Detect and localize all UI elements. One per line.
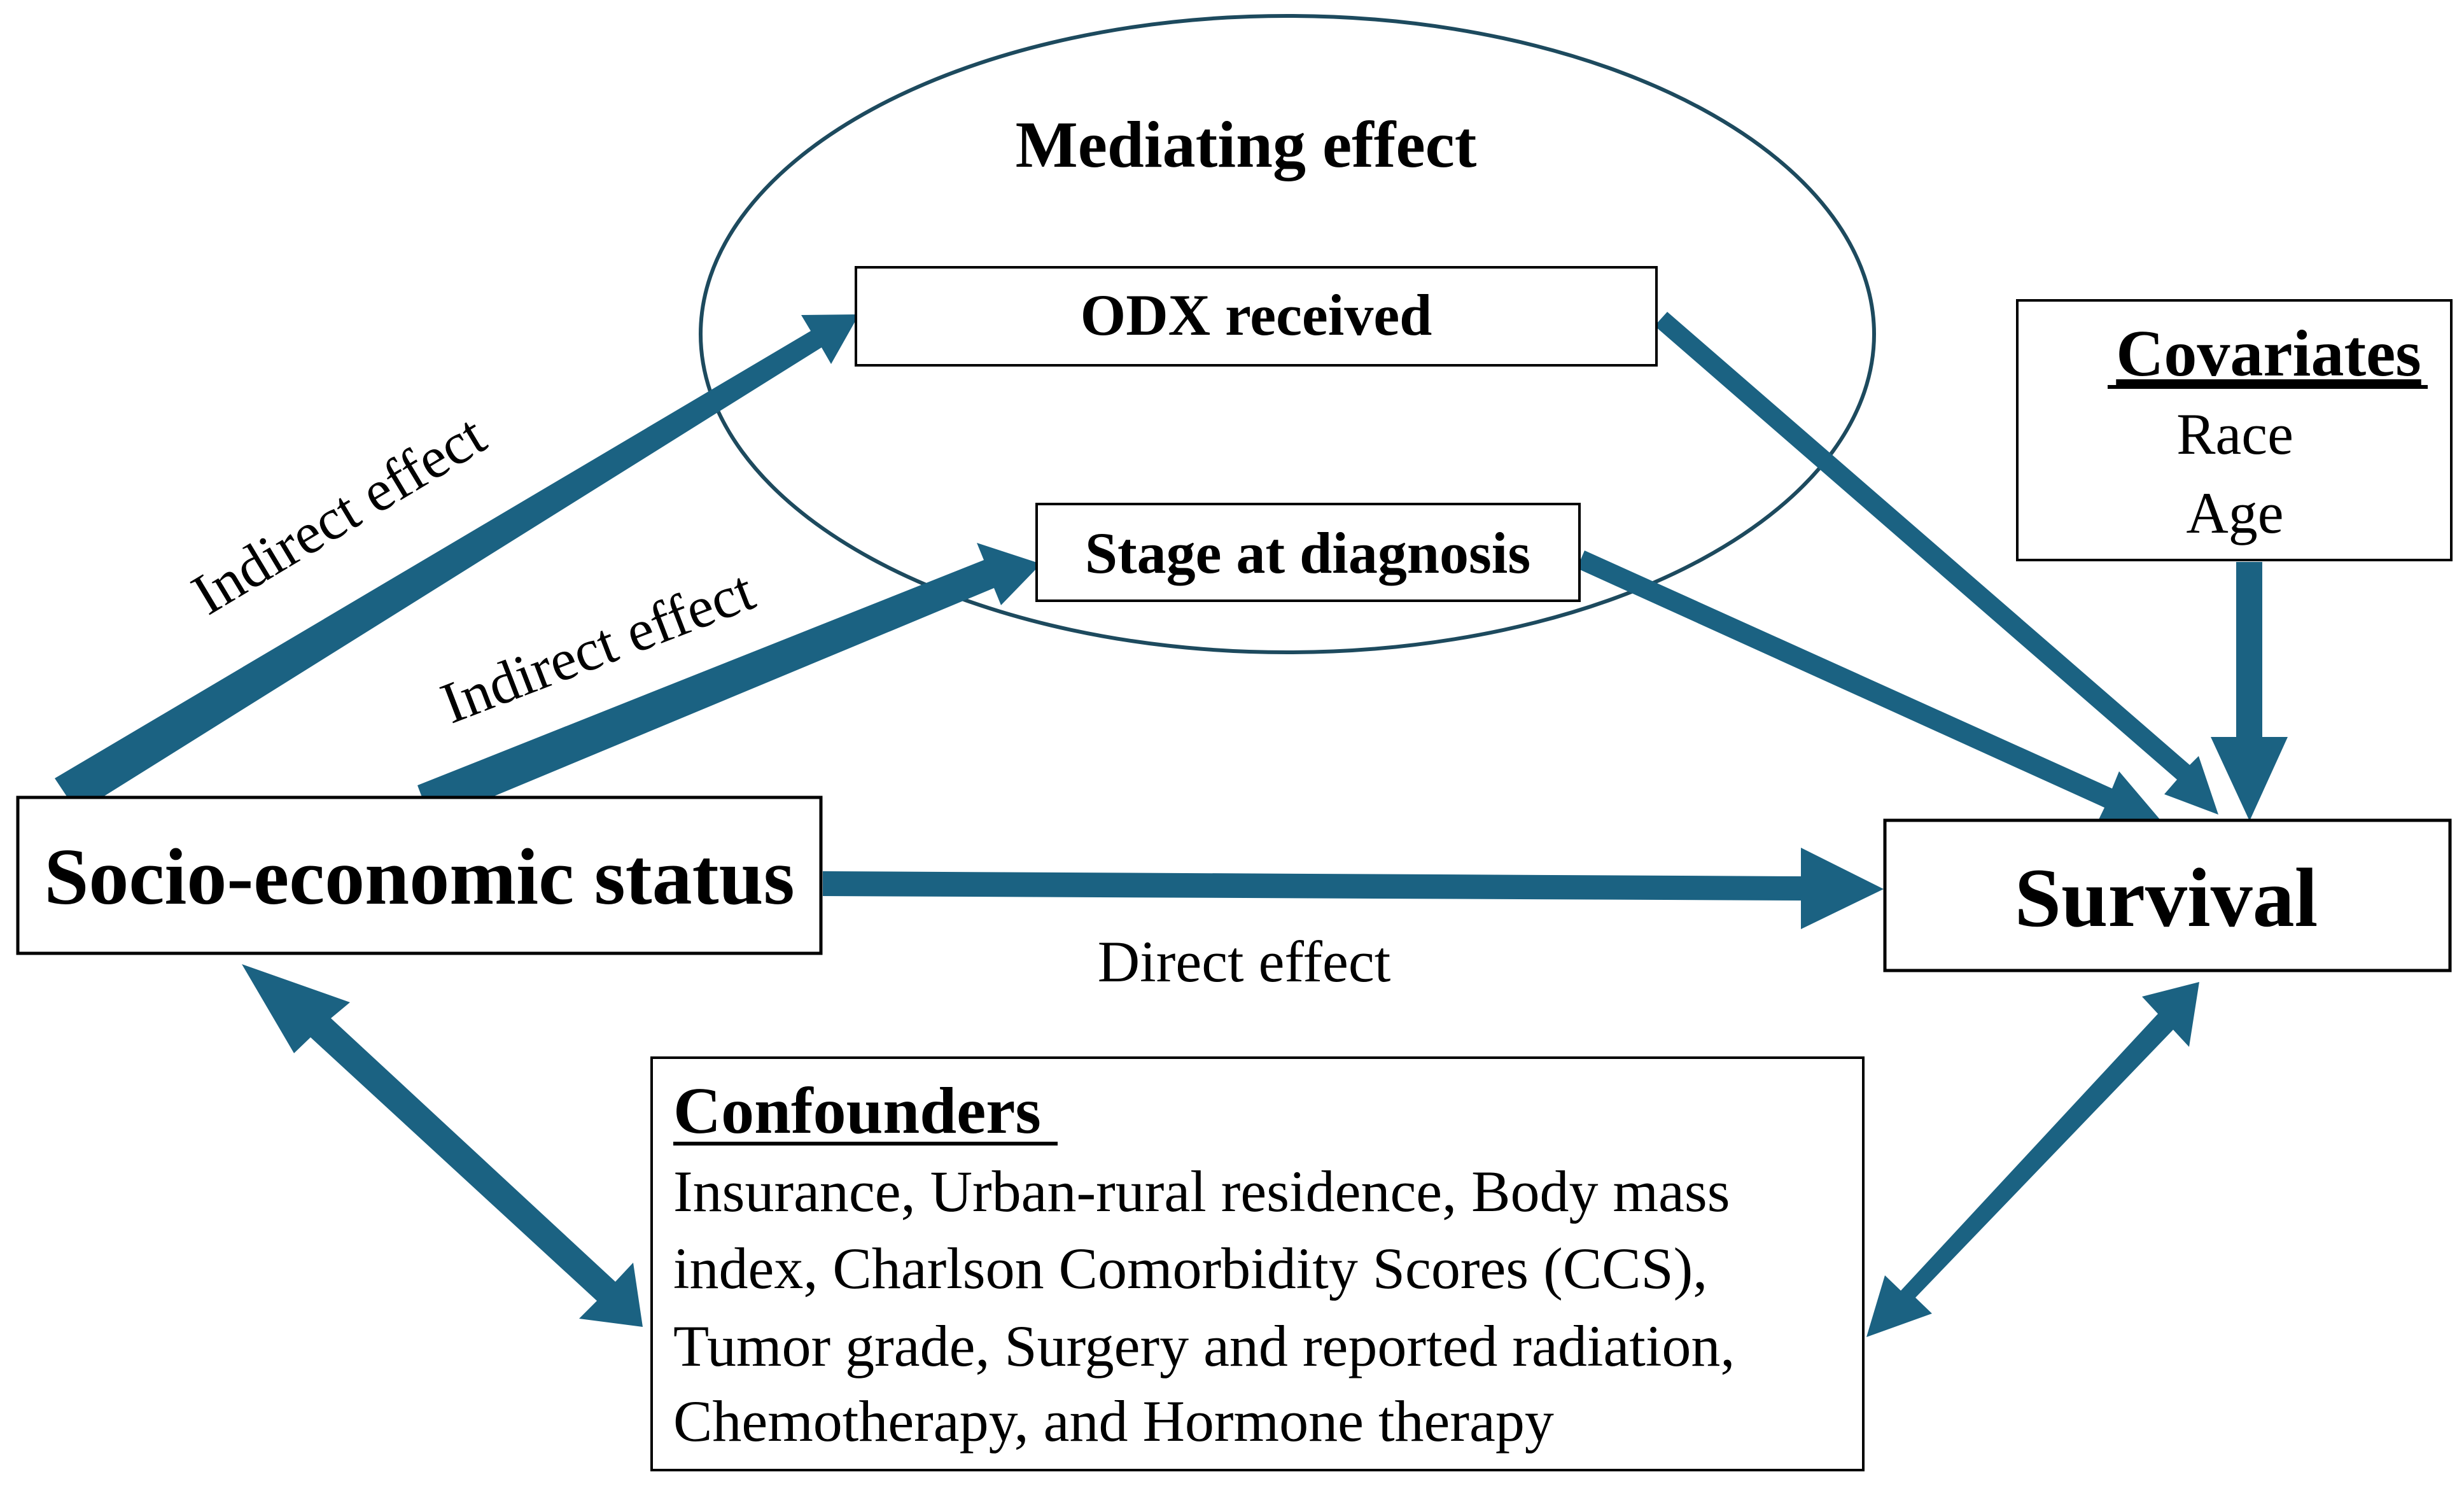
covariate-race: Race (2176, 402, 2293, 466)
covariates-box (2016, 299, 2453, 561)
arrow-covariates-to-survival (2211, 562, 2288, 821)
arrow-odx-to-survival (1655, 312, 2218, 815)
confounders-title: Confounders (673, 1074, 1041, 1147)
arrow-ses-confounders (242, 964, 643, 1327)
arrow-survival-confounders (1866, 982, 2199, 1337)
mediating-effect-title: Mediating effect (1016, 108, 1477, 181)
socio-economic-status-label: Socio-economic status (44, 833, 794, 922)
confounders-line-4: Chemotherapy, and Hormone therapy (673, 1389, 1554, 1454)
odx-received-label: ODX received (1081, 283, 1432, 347)
arrow-stage-to-survival (1577, 550, 2166, 826)
confounders-line-3: Tumor grade, Surgery and reported radiat… (673, 1314, 1735, 1378)
covariate-age: Age (2186, 480, 2283, 545)
socio-economic-status-box (16, 796, 823, 955)
indirect-effect-label-lower: Indirect effect (432, 557, 762, 736)
arrow-ses-to-survival (823, 848, 1884, 929)
covariates-title: Covariates (2116, 317, 2421, 390)
survival-box (1883, 818, 2452, 972)
indirect-effect-label-upper: Indirect effect (181, 402, 496, 627)
confounders-line-1: Insurance, Urban-rural residence, Body m… (673, 1159, 1730, 1224)
mediating-effect-ellipse (699, 14, 1876, 654)
survival-label: Survival (2015, 851, 2318, 944)
stage-at-diagnosis-box (1035, 503, 1581, 602)
arrow-ses-to-stage (417, 543, 1041, 822)
confounders-line-2: index, Charlson Comorbidity Scores (CCS)… (673, 1236, 1707, 1301)
arrows (55, 312, 2288, 1337)
direct-effect-label: Direct effect (1098, 929, 1391, 994)
odx-received-box (855, 266, 1658, 367)
arrow-ses-to-odx (55, 314, 859, 813)
confounders-box (650, 1056, 1865, 1471)
stage-at-diagnosis-label: Stage at diagnosis (1085, 521, 1530, 585)
